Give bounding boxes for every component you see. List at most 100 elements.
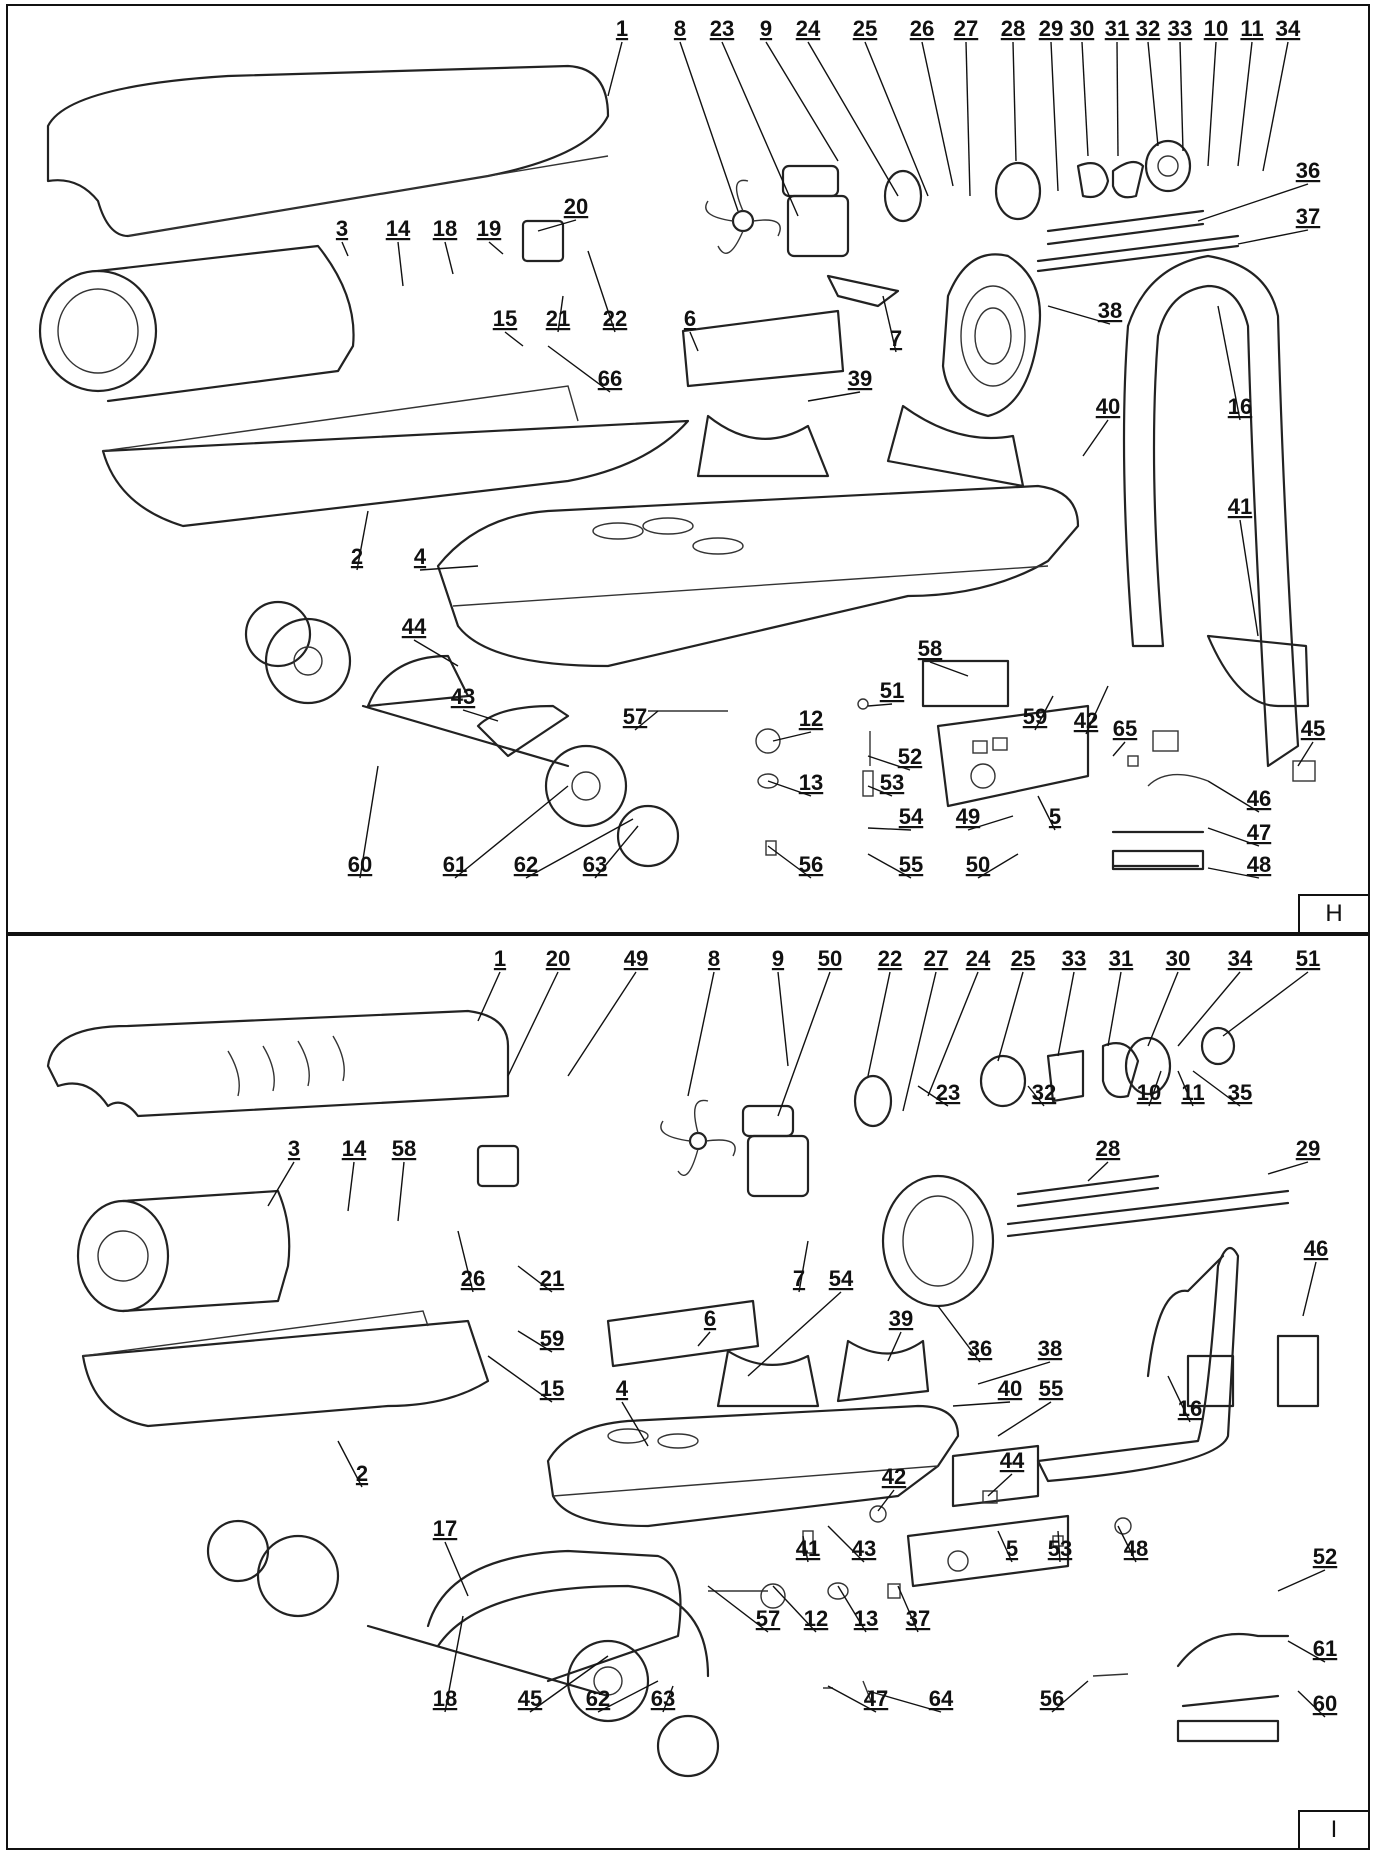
part-number-label: 5: [1049, 804, 1061, 829]
part-number-label: 52: [898, 744, 922, 769]
part-number-label: 7: [890, 326, 902, 351]
leader-line-49: [567, 971, 637, 1077]
leader-line-41: [1239, 519, 1259, 637]
leader-line-59: [1034, 695, 1054, 731]
part-number-label: 15: [493, 306, 517, 331]
part-number-label: 19: [477, 216, 501, 241]
part-number-label: 4: [414, 544, 427, 569]
part-number-label: 3: [336, 216, 348, 241]
leader-line-37: [1237, 229, 1309, 245]
part-number-label: 11: [1240, 16, 1263, 41]
part-number-label: 45: [518, 1686, 542, 1711]
panel-tag-h: H: [1298, 894, 1370, 934]
leader-line-17: [444, 1541, 469, 1597]
leader-line-55: [997, 1401, 1052, 1437]
leader-line-42: [877, 1489, 895, 1512]
part-number-label: 14: [386, 216, 411, 241]
leader-line-28: [1012, 41, 1017, 162]
leader-line-39: [807, 391, 861, 402]
leader-line-38: [1047, 305, 1111, 325]
part-number-label: 42: [882, 1464, 906, 1489]
leader-line-21: [557, 295, 564, 333]
leader-line-39: [887, 1331, 902, 1362]
leader-line-56: [767, 845, 812, 879]
part-number-label: 59: [540, 1326, 564, 1351]
leader-line-28: [1087, 1161, 1109, 1182]
part-number-label: 61: [1313, 1636, 1337, 1661]
leader-line-32: [1027, 1085, 1045, 1107]
leader-line-23: [917, 1085, 949, 1107]
leader-line-30: [1081, 41, 1089, 157]
part-number-label: 49: [956, 804, 980, 829]
exploded-view-h: 1823924252627282930313233101134363731418…: [38, 16, 1325, 879]
part-number-label: 1: [494, 946, 506, 971]
part-number-label: 45: [1301, 716, 1325, 741]
part-number-label: 25: [1011, 946, 1035, 971]
leader-line-15: [487, 1355, 553, 1403]
part-number-label: 10: [1137, 1080, 1161, 1105]
leader-line-18: [444, 241, 454, 275]
part-number-label: 63: [583, 852, 607, 877]
part-number-label: 41: [1228, 494, 1252, 519]
part-number-label: 23: [710, 16, 734, 41]
leader-line-29: [1050, 41, 1059, 192]
leader-line-48: [1117, 1525, 1137, 1563]
part-number-label: 47: [864, 1686, 888, 1711]
part-number-label: 7: [793, 1266, 805, 1291]
leader-line-60: [1297, 1690, 1326, 1718]
part-number-label: 36: [968, 1336, 992, 1361]
leader-line-29: [1267, 1161, 1309, 1175]
part-number-label: 22: [878, 946, 902, 971]
leader-line-31: [1107, 971, 1122, 1047]
part-number-label: 44: [1000, 1448, 1025, 1473]
part-number-label: 35: [1228, 1080, 1252, 1105]
part-number-label: 4: [616, 1376, 629, 1401]
leader-line-10: [1207, 41, 1217, 167]
leader-line-59: [517, 1330, 553, 1353]
leader-line-61: [454, 785, 569, 879]
leader-line-16: [1217, 305, 1241, 421]
part-number-label: 54: [829, 1266, 854, 1291]
part-number-label: 58: [918, 636, 942, 661]
leader-line-66: [547, 345, 611, 393]
leader-line-53: [1057, 1530, 1061, 1563]
part-number-label: 60: [1313, 1691, 1337, 1716]
part-number-label: 9: [772, 946, 784, 971]
leader-line-9: [765, 41, 839, 162]
leader-line-62: [525, 818, 634, 879]
part-number-label: 20: [546, 946, 570, 971]
leader-line-60: [359, 765, 379, 879]
part-number-label: 24: [796, 16, 821, 41]
leader-line-4: [621, 1401, 649, 1447]
leader-line-14: [397, 241, 404, 287]
leader-line-56: [1051, 1680, 1089, 1713]
part-number-label: 34: [1276, 16, 1301, 41]
leader-line-3: [267, 1161, 295, 1207]
leader-line-63: [594, 825, 639, 879]
part-number-label: 48: [1124, 1536, 1148, 1561]
leader-line-26: [921, 41, 954, 187]
leader-line-45: [529, 1655, 609, 1713]
leader-line-35: [1192, 1070, 1241, 1107]
leader-line-42: [1085, 685, 1109, 735]
part-number-label: 20: [564, 194, 588, 219]
part-number-label: 52: [1313, 1544, 1337, 1569]
leader-line-1: [477, 971, 501, 1022]
leader-line-55: [867, 853, 912, 879]
part-number-label: 51: [1296, 946, 1320, 971]
part-number-label: 21: [546, 306, 570, 331]
leader-line-8: [679, 41, 739, 212]
leader-line-37: [897, 1585, 919, 1633]
leader-line-27: [902, 971, 937, 1112]
leader-line-23: [721, 41, 799, 217]
part-number-label: 3: [288, 1136, 300, 1161]
part-number-label: 56: [1040, 1686, 1064, 1711]
leader-line-31: [1116, 41, 1119, 157]
part-number-label: 54: [899, 804, 924, 829]
leader-line-4: [419, 565, 479, 571]
leader-line-65: [1112, 741, 1126, 757]
leader-line-54: [867, 827, 912, 831]
